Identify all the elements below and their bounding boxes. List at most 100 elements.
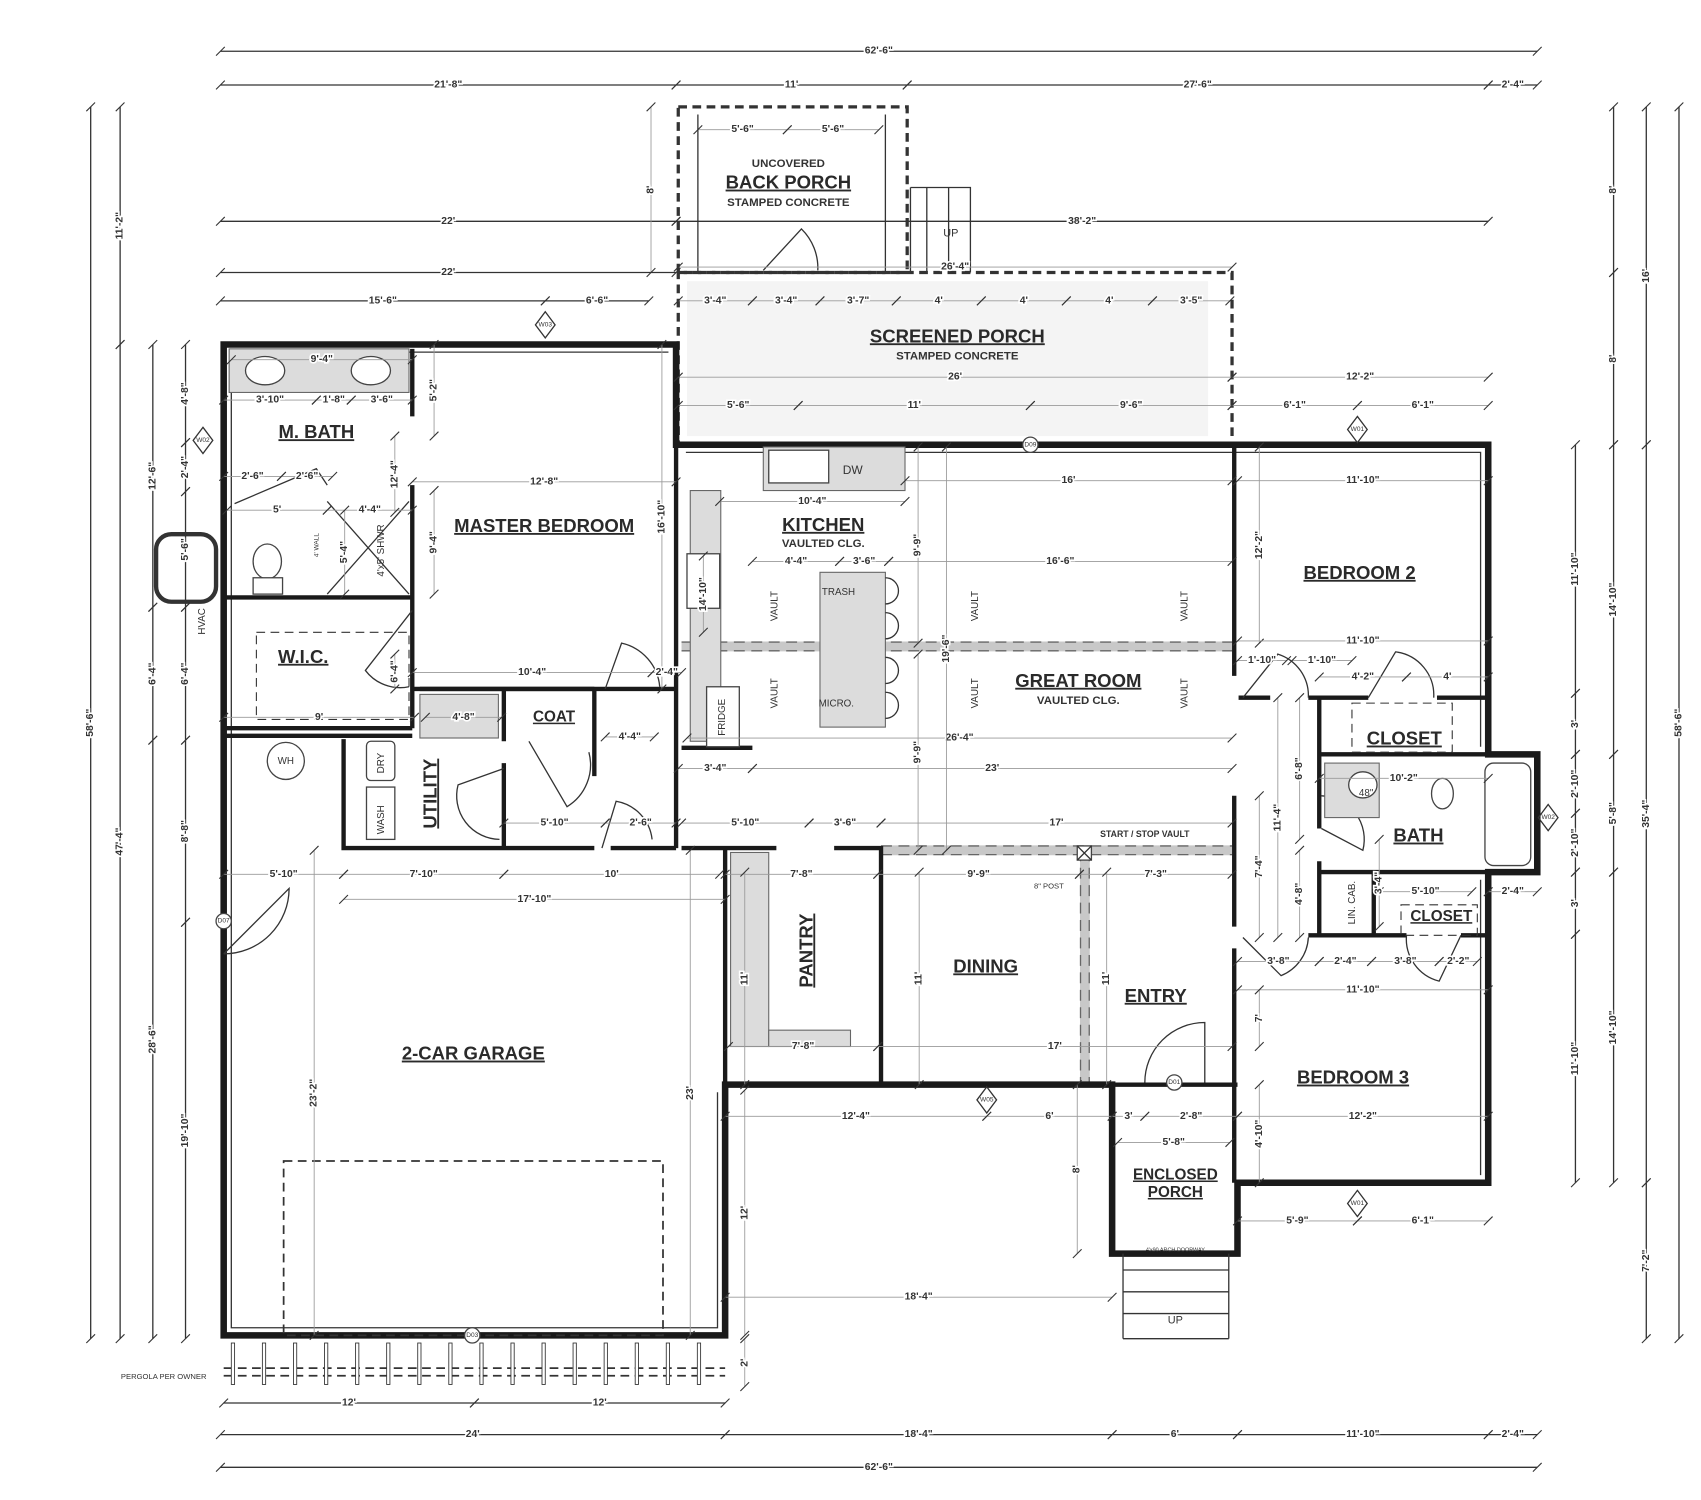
dimension-tick	[600, 732, 610, 742]
dimension-tick	[1483, 672, 1493, 682]
dimension-label: 2'	[739, 1359, 750, 1367]
dimension-label: 12'-6"	[147, 462, 158, 490]
dimension-label: 28'-6"	[147, 1025, 158, 1053]
dimension-label: 26'-4"	[945, 733, 973, 744]
dimension-tick	[1532, 80, 1543, 90]
dimension-label: 17'-10"	[517, 894, 551, 905]
dimension-tick	[976, 296, 987, 306]
half-wall-label: 4' WALL	[314, 533, 321, 558]
dimension-tick	[218, 395, 229, 405]
dryer-icon	[365, 740, 396, 782]
pergola-rafter	[230, 1342, 236, 1385]
dimension-tick	[339, 589, 350, 599]
dimension-tick	[322, 505, 332, 515]
dimension-label: 3'-4"	[704, 763, 726, 774]
dimension-tick	[876, 818, 886, 828]
window-tag: W02	[196, 437, 210, 444]
dimension-label: 12'-2"	[1349, 1111, 1377, 1122]
pergola-rafter	[696, 1342, 702, 1385]
dimension-label: 4'-4"	[619, 731, 641, 742]
dimension-tick	[1532, 46, 1543, 56]
dimension-tick	[646, 102, 656, 112]
dimension-label: 16'-10"	[656, 500, 667, 534]
dimension-tick	[671, 80, 681, 90]
dimension-tick	[1532, 1429, 1543, 1440]
dimension-label: 15'-6"	[369, 295, 397, 306]
dimension-tick	[115, 1333, 125, 1344]
dimension-tick	[714, 496, 725, 507]
dimension-tick	[671, 216, 681, 227]
dimension-tick	[1273, 932, 1283, 943]
dimension-tick	[407, 505, 418, 515]
pergola-rafter	[293, 1342, 298, 1385]
dimension-tick	[1641, 440, 1652, 450]
dimension-tick	[1227, 556, 1237, 567]
enclosed-porch-label-2: PORCH	[1148, 1184, 1203, 1201]
dimension-tick	[218, 712, 229, 723]
window-tag: W01	[1351, 1200, 1365, 1207]
pantry-label: PANTRY	[795, 913, 816, 988]
dimension-label: 7'-3"	[1145, 869, 1167, 880]
dimension-tick	[1294, 932, 1305, 943]
dimension-label: 7'	[1254, 1014, 1265, 1022]
dimension-tick	[327, 471, 338, 482]
dimension-label: 6'-1"	[1412, 1215, 1434, 1226]
dimension-label: 3'	[1570, 899, 1581, 907]
dimension-tick	[1472, 956, 1483, 967]
dimension-label: 6'	[1045, 1111, 1053, 1122]
screened-porch-sub: STAMPED CONCRETE	[896, 351, 1019, 363]
wic-label: W.I.C.	[278, 646, 328, 667]
dimension-tick	[1101, 1079, 1112, 1090]
dimension-tick	[1314, 672, 1324, 682]
dimension-tick	[1608, 749, 1619, 760]
dimension-tick	[338, 869, 349, 880]
dimension-tick	[1352, 400, 1363, 411]
closet-label: CLOSET	[1410, 908, 1473, 925]
dimension-tick	[1227, 733, 1237, 743]
dimension-label: 58'-6"	[85, 709, 96, 737]
dimension-tick	[180, 339, 191, 350]
dimension-label: 2'-10"	[1570, 770, 1581, 798]
dimension-tick	[218, 869, 229, 880]
dimension-label: 2'-10"	[1570, 829, 1581, 857]
dimension-tick	[1467, 886, 1477, 897]
dimension-label: 12'-2"	[1346, 372, 1374, 383]
dimension-tick	[338, 894, 349, 905]
dimension-label: 5'-6"	[731, 124, 753, 135]
door-tag: D09	[1024, 441, 1036, 448]
dimension-label: 5'-10"	[270, 869, 298, 880]
dimension-label: 17'	[1050, 818, 1064, 829]
dimension-label: 1'-10"	[1308, 655, 1336, 666]
dimension-tick	[1072, 1248, 1082, 1259]
dimension-label: 2'-6"	[296, 471, 318, 482]
dimension-label: 11'-4"	[1272, 804, 1283, 832]
window-door-tags: W03 W01 W01 W02 W02 W05 D09 D01 D03 D07	[192, 310, 1559, 1344]
entry-label: ENTRY	[1125, 985, 1188, 1006]
dimension-label: 12'	[739, 1206, 750, 1220]
dimension-tick	[720, 1111, 730, 1122]
dimension-label: 22'	[441, 216, 455, 227]
dimension-tick	[407, 667, 418, 678]
toilet-icon	[1430, 777, 1454, 810]
pergola-rafter	[386, 1342, 391, 1385]
pergola-rafter	[324, 1342, 329, 1385]
dining-label: DINING	[953, 955, 1018, 976]
dimension-tick	[1061, 296, 1072, 306]
dimension-label: 2'-4"	[1334, 956, 1356, 967]
post-note: 8" POST	[1034, 881, 1064, 890]
dimension-tick	[883, 556, 894, 567]
dimension-label: 4'	[1020, 295, 1028, 306]
dimension-tick	[1366, 956, 1377, 967]
dimension-label: 2'-4"	[1502, 1429, 1524, 1440]
dimension-tick	[222, 505, 232, 515]
dimension-label: 11'	[739, 972, 750, 985]
dimension-tick	[673, 400, 684, 411]
dimension-label: 5'-10"	[1411, 886, 1439, 897]
dimension-label: 3'-10"	[256, 395, 284, 406]
dimension-tick	[1227, 763, 1237, 774]
dimension-label: 9'-6"	[1120, 400, 1142, 411]
dimension-tick	[676, 667, 687, 678]
dimension-label: 10'-4"	[798, 496, 826, 507]
dimension-tick	[180, 735, 191, 745]
dimension-tick	[215, 80, 226, 90]
